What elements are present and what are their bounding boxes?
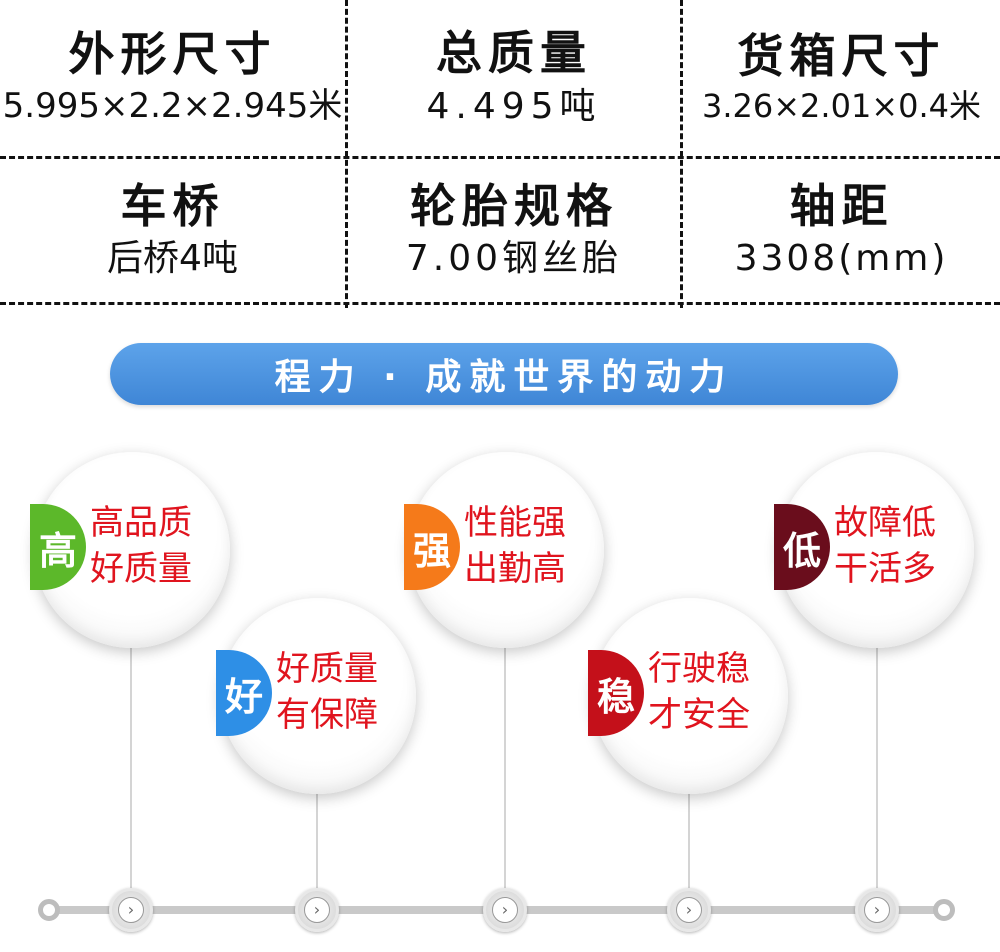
timeline-node: › [295, 888, 339, 932]
slogan-text: 程力 · 成就世界的动力 [274, 357, 734, 398]
spec-value: 7.00钢丝胎 [405, 238, 623, 280]
column-divider [680, 0, 683, 308]
feature-line: 行驶稳 [648, 649, 750, 689]
slogan-banner: 程力 · 成就世界的动力 [110, 343, 898, 405]
feature-text: 高品质 好质量 [90, 500, 192, 592]
feature-line: 有保障 [276, 695, 378, 735]
feature-bubble-reliability: 低 故障低 干活多 [774, 452, 974, 648]
chevron-right-icon: › [864, 897, 890, 923]
timeline-start-dot [38, 899, 60, 921]
spec-label: 轴距 [789, 178, 894, 233]
timeline-node: › [667, 888, 711, 932]
feature-badge: 好 [216, 650, 272, 736]
timeline-stem [876, 640, 878, 890]
timeline-stem [688, 790, 690, 890]
spec-label: 货箱尺寸 [737, 28, 946, 83]
feature-bubble-guarantee: 好 好质量 有保障 [216, 598, 416, 794]
timeline-node: › [855, 888, 899, 932]
feature-bubble-stability: 稳 行驶稳 才安全 [588, 598, 788, 794]
spec-cell-axle: 车桥 后桥4吨 [0, 159, 345, 302]
spec-value: 3308(mm) [734, 238, 949, 280]
spec-label: 车桥 [120, 178, 225, 233]
feature-bubble-quality: 高 高品质 好质量 [30, 452, 230, 648]
spec-table: 外形尺寸 5.995×2.2×2.945米 总质量 4.495吨 货箱尺寸 3.… [0, 0, 1000, 308]
spec-value: 4.495吨 [426, 85, 602, 127]
feature-line: 性能强 [464, 503, 566, 543]
timeline-stem [316, 790, 318, 890]
timeline-stem [130, 640, 132, 890]
spec-cell-dimensions: 外形尺寸 5.995×2.2×2.945米 [0, 0, 345, 156]
feature-text: 行驶稳 才安全 [648, 646, 750, 738]
feature-line: 才安全 [648, 695, 750, 735]
feature-bubble-performance: 强 性能强 出勤高 [404, 452, 604, 648]
chevron-right-icon: › [304, 897, 330, 923]
chevron-right-icon: › [676, 897, 702, 923]
feature-line: 故障低 [834, 503, 936, 543]
timeline-node: › [483, 888, 527, 932]
feature-badge: 强 [404, 504, 460, 590]
spec-cell-tire: 轮胎规格 7.00钢丝胎 [348, 159, 680, 302]
spec-value: 5.995×2.2×2.945米 [2, 85, 343, 126]
row-divider [0, 302, 1000, 305]
feature-line: 干活多 [834, 549, 936, 589]
timeline-node: › [109, 888, 153, 932]
chevron-right-icon: › [118, 897, 144, 923]
spec-value: 后桥4吨 [107, 238, 238, 280]
feature-text: 好质量 有保障 [276, 646, 378, 738]
feature-badge: 低 [774, 504, 830, 590]
spec-value: 3.26×2.01×0.4米 [701, 87, 982, 126]
chevron-right-icon: › [492, 897, 518, 923]
spec-cell-cargo-box: 货箱尺寸 3.26×2.01×0.4米 [683, 0, 1000, 156]
feature-text: 故障低 干活多 [834, 500, 936, 592]
feature-text: 性能强 出勤高 [464, 500, 566, 592]
spec-cell-total-mass: 总质量 4.495吨 [348, 0, 680, 156]
spec-cell-wheelbase: 轴距 3308(mm) [683, 159, 1000, 302]
spec-label: 轮胎规格 [410, 178, 618, 233]
column-divider [345, 0, 348, 308]
spec-label: 外形尺寸 [68, 27, 277, 82]
feature-badge: 稳 [588, 650, 644, 736]
feature-badge: 高 [30, 504, 86, 590]
row-divider [0, 156, 1000, 159]
feature-line: 出勤高 [464, 549, 566, 589]
feature-line: 好质量 [276, 649, 378, 689]
feature-line: 好质量 [90, 549, 192, 589]
feature-line: 高品质 [90, 503, 192, 543]
spec-label: 总质量 [436, 26, 592, 81]
timeline-stem [504, 645, 506, 890]
timeline-end-dot [933, 899, 955, 921]
